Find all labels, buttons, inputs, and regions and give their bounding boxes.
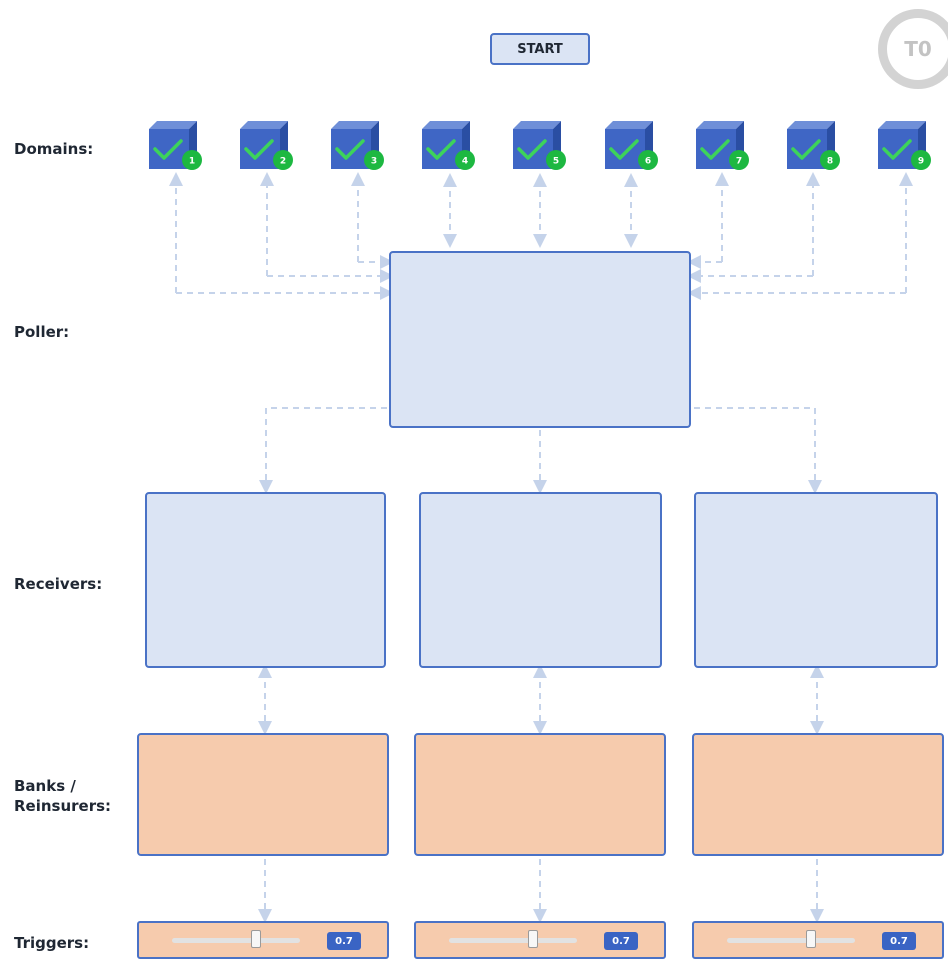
- domain-badge-number: 7: [736, 157, 742, 167]
- badge-circle: [273, 150, 293, 170]
- cube-top-face: [513, 121, 561, 129]
- domain-badge-number: 3: [371, 157, 377, 167]
- badge-circle: [911, 150, 931, 170]
- start-button[interactable]: START: [490, 33, 590, 65]
- label-poller: Poller:: [14, 323, 70, 341]
- badge-circle: [546, 150, 566, 170]
- label-banks: Banks / Reinsurers:: [14, 777, 112, 815]
- receiver-box-1: [145, 492, 386, 668]
- cube-top-face: [878, 121, 926, 129]
- badge-circle: [729, 150, 749, 170]
- receiver-box-3: [694, 492, 938, 668]
- check-icon: [426, 139, 456, 160]
- trigger-slider-thumb[interactable]: [251, 930, 261, 948]
- timer-ring-icon: T0: [878, 9, 948, 89]
- trigger-2: 0.7: [414, 921, 666, 959]
- label-triggers: Triggers:: [14, 934, 90, 952]
- domain-cube-9: 9: [878, 121, 931, 170]
- trigger-slider-track: [449, 930, 577, 948]
- cube-top-face: [787, 121, 835, 129]
- cube-top-face: [331, 121, 379, 129]
- badge-circle: [455, 150, 475, 170]
- domain-badge-number: 4: [462, 157, 468, 167]
- domain-cubes: 1 2 3 4 5 6 7 8 9: [149, 121, 931, 170]
- trigger-slider-track: [172, 930, 300, 948]
- domain-cube-2: 2: [240, 121, 293, 170]
- cube-top-face: [696, 121, 744, 129]
- domain-badge-number: 2: [280, 157, 286, 167]
- trigger-1: 0.7: [137, 921, 389, 959]
- trigger-value: 0.7: [882, 932, 916, 950]
- trigger-slider-thumb[interactable]: [528, 930, 538, 948]
- badge-circle: [364, 150, 384, 170]
- trigger-3: 0.7: [692, 921, 944, 959]
- bank-box-2: [414, 733, 666, 856]
- check-icon: [517, 139, 547, 160]
- domain-badge-number: 1: [189, 157, 195, 167]
- domain-cube-3: 3: [331, 121, 384, 170]
- poller-box: [389, 251, 691, 428]
- receiver-box-2: [419, 492, 662, 668]
- badge-circle: [638, 150, 658, 170]
- cube-top-face: [605, 121, 653, 129]
- domain-cube-1: 1: [149, 121, 202, 170]
- timer-label: T0: [904, 37, 932, 61]
- label-receivers: Receivers:: [14, 575, 103, 593]
- domain-cube-4: 4: [422, 121, 475, 170]
- check-icon: [791, 139, 821, 160]
- domain-cube-6: 6: [605, 121, 658, 170]
- bank-box-1: [137, 733, 389, 856]
- check-icon: [609, 139, 639, 160]
- domain-cube-8: 8: [787, 121, 840, 170]
- check-icon: [700, 139, 730, 160]
- connector-line: [259, 407, 387, 494]
- check-icon: [244, 139, 274, 160]
- check-icon: [153, 139, 183, 160]
- domain-badge-number: 9: [918, 157, 924, 167]
- domain-badge-number: 5: [553, 157, 559, 167]
- cube-top-face: [240, 121, 288, 129]
- cube-top-face: [422, 121, 470, 129]
- trigger-slider-track: [727, 930, 855, 948]
- trigger-value: 0.7: [327, 932, 361, 950]
- domain-badge-number: 8: [827, 157, 833, 167]
- cube-top-face: [149, 121, 197, 129]
- connector-line: [694, 407, 822, 494]
- domain-badge-number: 6: [645, 157, 651, 167]
- domain-cube-5: 5: [513, 121, 566, 170]
- label-domains: Domains:: [14, 140, 94, 158]
- check-icon: [335, 139, 365, 160]
- connectors: [169, 172, 913, 923]
- badge-circle: [820, 150, 840, 170]
- trigger-value: 0.7: [604, 932, 638, 950]
- check-icon: [882, 139, 912, 160]
- trigger-slider-thumb[interactable]: [806, 930, 816, 948]
- bank-box-3: [692, 733, 944, 856]
- domain-cube-7: 7: [696, 121, 749, 170]
- badge-circle: [182, 150, 202, 170]
